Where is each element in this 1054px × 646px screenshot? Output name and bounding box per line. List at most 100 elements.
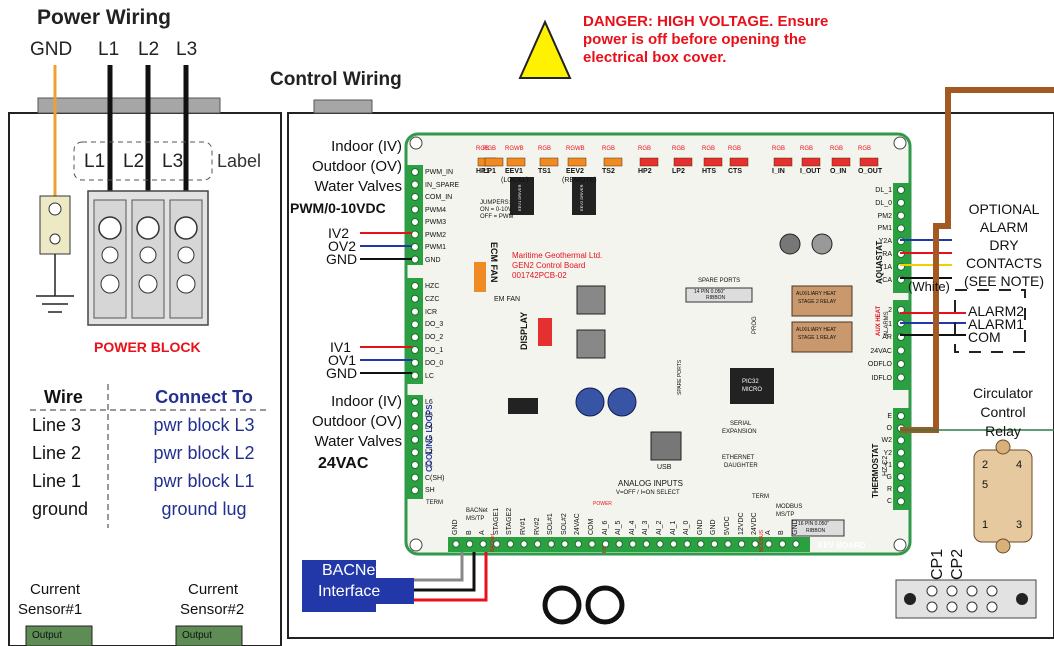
bottom-pin-label: AI_0 [683,520,691,535]
ethernet-line2: DAUGHTER [724,463,758,469]
pin-label: Y1A [878,263,892,271]
top-connector-rgb: RGB [830,146,844,152]
table-header-connect: Connect To [155,387,253,407]
current-sensor-2-title: Current [188,581,239,598]
spare-ports-title: SPARE PORTS [698,278,741,284]
upper-valve-wire-gnd: GND [326,251,358,267]
bottom-pin-label: AI_4 [628,520,636,535]
terminal-screw [683,540,691,548]
pin-label: DL_1 [875,187,892,194]
terminal-screw [411,473,419,482]
terminal-screw [588,540,596,548]
terminal-screw [411,255,419,264]
pic-line1: PIC32 [742,379,759,385]
bottom-pin-label: RV#2 [533,517,541,535]
pin-label: SH [425,487,435,495]
terminal-screw [897,211,905,220]
terminal-screw [411,282,419,290]
terminal-screw [506,540,515,548]
current-sensor-2-id: Sensor#2 [180,601,245,618]
ethernet-line1: ETHERNET [722,455,755,461]
pin-label: G [886,474,892,481]
bottom-pin-label: 5VDC [724,516,731,535]
display-label: DISPLAY [519,311,529,350]
sensor-header [673,157,693,167]
terminal-screw [411,486,419,495]
term-label-left: TERM [426,500,443,506]
current-sensor-1-output: Output [32,630,63,641]
lower-valve-line-3: Water Valves [314,433,402,450]
bacnet-cable-gray [404,552,464,582]
pin-label: 24VAC [870,347,892,355]
bacnet-vertical: BACNet [490,533,496,552]
prog-label: PROG [752,316,758,334]
relay-label-1: Circulator [973,385,1033,401]
sensor-header [729,157,749,167]
pin-label: LC [425,372,434,380]
top-connector-rgb: RGB [672,146,686,152]
pin-label: DO_0 [425,359,444,367]
bacnet-cable-red [404,552,488,602]
relay-label-3: Relay [985,423,1021,439]
eev2-driver-chip [572,177,596,215]
capacitor [575,387,605,417]
upper-valve-line-1: Indoor (IV) [331,138,402,155]
terminal-screw [897,460,905,469]
control-conduit [313,99,373,114]
cp-screws [926,585,998,613]
top-connector-rgb: RGWB [505,146,524,152]
top-connector-rgb: RGB [800,146,814,152]
top-connector-name: HP1 [476,168,490,175]
top-connector-name: I_OUT [800,168,821,175]
top-connector-name: HTS [702,168,716,175]
pin-label: PWM2 [425,231,446,239]
pin-label: PWM1 [425,244,446,251]
cp-screw [926,601,938,613]
pin-label: PWM_IN [425,169,453,176]
block-l3-label: L3 [162,151,184,172]
table-cell: ground lug [161,499,247,519]
analog-inputs-label: ANALOG INPUTS [618,479,683,488]
terminal-screw [897,198,905,207]
alarm-note-4: CONTACTS [966,255,1042,271]
sensor-header [801,157,821,167]
terminal-screw [100,274,120,294]
terminal-screw [465,540,474,548]
terminal-screw [520,540,528,548]
pin-label: PWM4 [425,206,446,214]
aux-relay1-line1: AUXILIARY HEAT [796,327,837,333]
top-connector-name: I_IN [772,168,785,175]
sensor-header [773,157,793,167]
white-wire-label: (White) [908,279,950,294]
top-connector-name: HP2 [638,168,652,175]
upper-valve-line-3: Water Valves [314,178,402,195]
terminal-screw [411,294,419,303]
lower-valve-wire-iv1: IV1 [330,339,352,355]
com-wire-label: COM [968,329,1001,345]
pin-label: HZC [425,283,440,290]
danger-line-3: electrical box cover. [583,49,727,66]
top-connector-name: TS1 [538,168,551,175]
bottom-pin-label: B [778,530,786,535]
terminal-screw [533,540,542,548]
terminal-screw [669,540,678,548]
usb-port [650,431,682,461]
bottom-pin-label: 12VDC [737,512,745,535]
aux-relay-2 [791,285,853,317]
terminal-screw [765,540,773,548]
bottom-pin-label: AI_6 [601,520,609,535]
bacnet-small-1: BACNet [466,508,488,514]
bottom-pin-label: GND [792,519,799,535]
cp-screw [986,601,998,613]
em-fan-label: EM FAN [494,296,521,303]
terminal-screw [897,497,905,506]
terminal-screw [642,540,651,548]
cp-screw [966,585,978,597]
alarm-note-5: (SEE NOTE) [963,273,1045,289]
bacnet-cable-black [404,552,476,592]
block-l2-label: L2 [123,151,145,172]
eev-ribbon [791,519,845,537]
